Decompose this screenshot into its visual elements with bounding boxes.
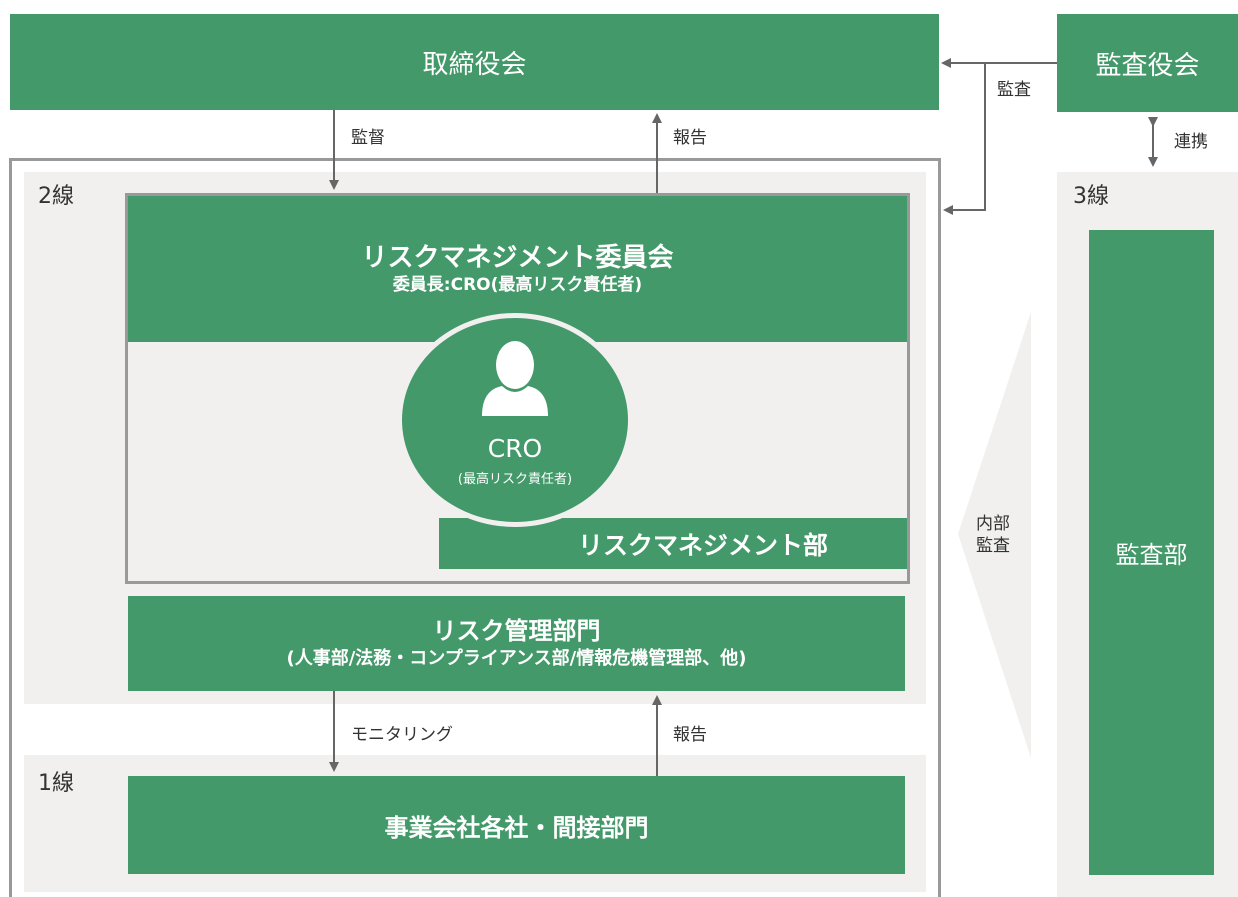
report-top-label: 報告: [673, 128, 707, 148]
line2-label: 2線: [38, 184, 74, 209]
internal-audit-triangle: [958, 312, 1031, 758]
audit-arrow-line: [943, 63, 986, 215]
risk-management-department-label: リスクマネジメント部: [577, 530, 828, 560]
operating-companies-box: 事業会社各社・間接部門: [128, 776, 905, 874]
risk-control-divisions-title: リスク管理部門: [432, 617, 601, 646]
audit-board-label: 監査役会: [1095, 50, 1200, 81]
person-icon: [482, 341, 548, 416]
monitoring-label: モニタリング: [351, 725, 453, 745]
line1-label: 1線: [38, 771, 74, 796]
internal-audit-label: 内部 監査: [976, 514, 1010, 557]
internal-audit-department-box: 監査部: [1089, 230, 1214, 875]
cro-description: (最高リスク責任者): [457, 472, 573, 487]
operating-companies-label: 事業会社各社・間接部門: [384, 813, 649, 842]
line3-label: 3線: [1073, 184, 1109, 209]
audit-label: 監査: [997, 80, 1031, 100]
board-of-directors-box: 取締役会: [10, 14, 939, 110]
cooperation-label: 連携: [1174, 132, 1208, 152]
report-bottom-label: 報告: [673, 725, 707, 745]
committee-frame: [125, 193, 910, 584]
cro-circle: CRO (最高リスク責任者): [397, 313, 633, 527]
outer-frame: [9, 158, 941, 897]
committee-title: リスクマネジメント委員会: [361, 242, 674, 273]
risk-control-divisions-box: リスク管理部門 (人事部/法務・コンプライアンス部/情報危機管理部、他): [128, 596, 905, 691]
audit-board-box: 監査役会: [1057, 14, 1238, 112]
cro-name: CRO: [487, 434, 543, 463]
committee-header: リスクマネジメント委員会 委員長:CRO(最高リスク責任者): [128, 196, 907, 342]
committee-subtitle: 委員長:CRO(最高リスク責任者): [392, 275, 643, 296]
internal-audit-department-label: 監査部: [1115, 541, 1188, 569]
supervision-label: 監督: [351, 128, 385, 148]
risk-control-divisions-subtitle: (人事部/法務・コンプライアンス部/情報危機管理部、他): [286, 648, 747, 670]
board-of-directors-label: 取締役会: [422, 49, 527, 80]
